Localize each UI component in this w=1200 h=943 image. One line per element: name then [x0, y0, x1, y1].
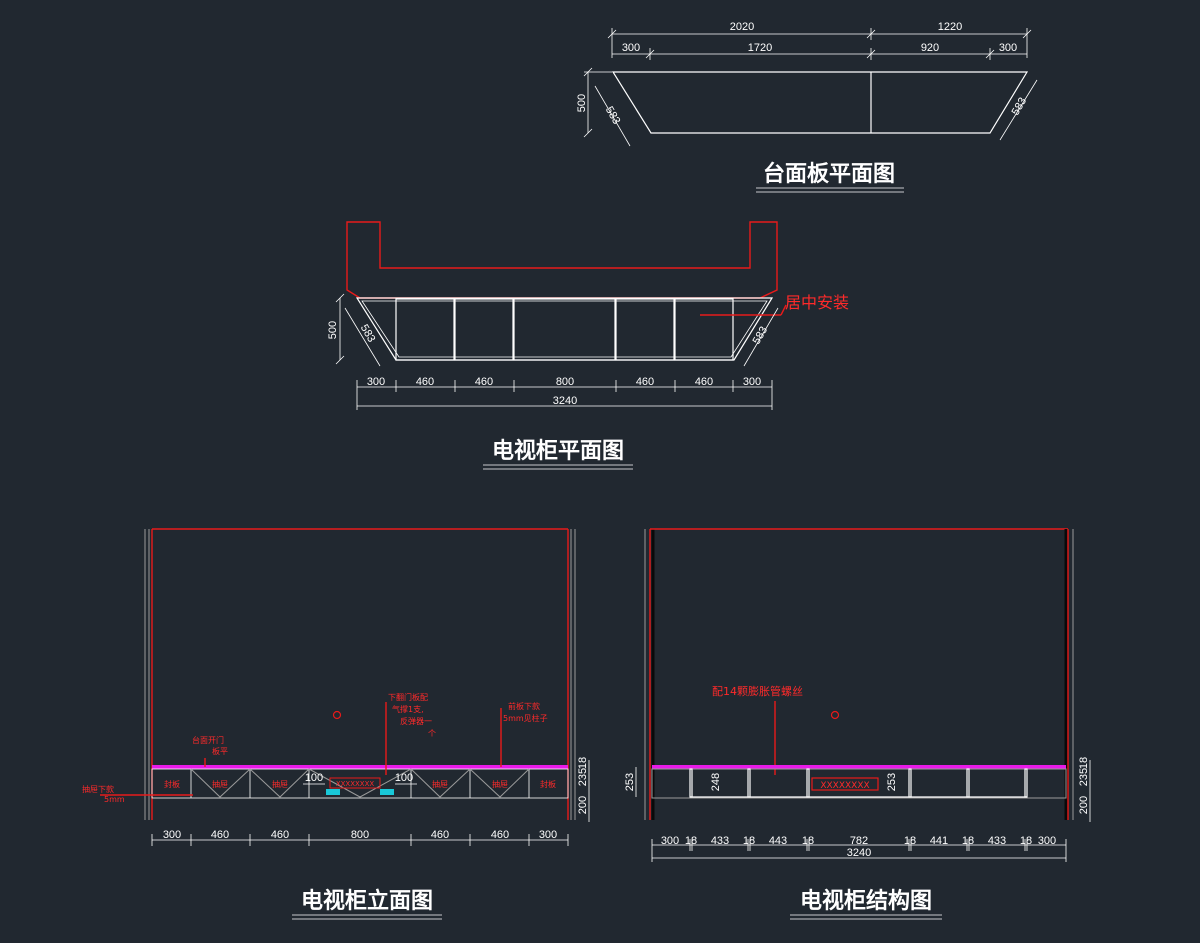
dim-label: 500: [327, 321, 339, 339]
dim-label: 300: [999, 42, 1017, 54]
dim-label: 443: [769, 835, 787, 847]
cell-label: 抽屉: [432, 779, 448, 789]
svg-text:XXXXXXXX: XXXXXXXX: [820, 781, 869, 791]
cabinet-partitions: [395, 298, 734, 361]
cell-label: 封板: [540, 779, 556, 789]
cabinet-outline: [355, 297, 774, 361]
title-tv-cabinet-elevation: 电视柜立面图: [301, 888, 433, 914]
dim-label: 300: [743, 376, 761, 388]
dim-label: 18: [577, 757, 589, 769]
dim-label: 235: [577, 768, 589, 786]
dim-label: 583: [603, 105, 623, 127]
dim-label: 18: [904, 835, 916, 847]
dim-label: 253: [624, 773, 636, 791]
tv-cabinet-plan: 居中安装 500 583 583 300 460 460 800 460 460…: [327, 221, 849, 470]
dim-label: 500: [576, 94, 588, 112]
cell-label: 封板: [164, 779, 180, 789]
dim-label: 18: [1020, 835, 1032, 847]
dim-label: 300: [622, 42, 640, 54]
tv-cabinet-structure: 配14颗膨胀管螺丝 XXXXXXXX 248 253 253 200 235 1…: [624, 528, 1091, 920]
dim-label: 300: [163, 829, 181, 841]
dim-label: 460: [211, 829, 229, 841]
note-flip-door: 下翻门板配气撑1支,反弹器一个: [388, 692, 436, 738]
dim-label: 235: [1078, 768, 1090, 786]
dim-label: 3240: [553, 395, 577, 407]
svg-text:XXXXXXXX: XXXXXXXX: [336, 780, 375, 788]
dim-label: 433: [711, 835, 729, 847]
countertop-plan: 2020 1220 300 1720 920 300 500 583 583 台…: [576, 21, 1038, 193]
dim-label: 460: [416, 376, 434, 388]
dim-label: 1220: [938, 21, 962, 33]
dim-label: 248: [710, 773, 722, 791]
cell-label: 抽屉: [272, 779, 288, 789]
dim-label: 3240: [847, 847, 871, 859]
title-tv-cabinet-structure: 电视柜结构图: [800, 888, 932, 914]
dim-label: 460: [695, 376, 713, 388]
dim-label: 800: [556, 376, 574, 388]
inner-mark: 100: [305, 772, 323, 784]
dim-label: 18: [1078, 757, 1090, 769]
note-center-install: 居中安装: [785, 293, 849, 312]
dim-label: 441: [930, 835, 948, 847]
dim-label: 583: [1010, 96, 1030, 118]
dim-label: 253: [886, 773, 898, 791]
dim-label: 433: [988, 835, 1006, 847]
wall-outline: [346, 221, 778, 299]
dim-label: 18: [743, 835, 755, 847]
dim-label: 920: [921, 42, 939, 54]
dim-label: 18: [802, 835, 814, 847]
dim-label: 460: [491, 829, 509, 841]
dim-label: 460: [271, 829, 289, 841]
dim-label: 460: [431, 829, 449, 841]
title-tv-cabinet-plan: 电视柜平面图: [492, 438, 624, 464]
dim-label: 300: [367, 376, 385, 388]
dim-label: 200: [1078, 796, 1090, 814]
cell-label: 抽屉: [492, 779, 508, 789]
dim-label: 2020: [730, 21, 754, 33]
cell-label: 抽屉: [212, 779, 228, 789]
countertop-outline: [611, 71, 1029, 134]
dim-label: 18: [962, 835, 974, 847]
dim-label: 460: [636, 376, 654, 388]
note-countertop-door: 台面开门板平: [192, 735, 228, 756]
dim-label: 200: [577, 796, 589, 814]
dim-label: 300: [661, 835, 679, 847]
title-countertop-plan: 台面板平面图: [763, 161, 895, 187]
inner-mark: 100: [395, 772, 413, 784]
dim-label: 300: [539, 829, 557, 841]
note-expansion-screws: 配14颗膨胀管螺丝: [712, 684, 803, 698]
dim-label: 460: [475, 376, 493, 388]
dim-label: 1720: [748, 42, 772, 54]
dim-label: 782: [850, 835, 868, 847]
dim-label: 800: [351, 829, 369, 841]
dim-label: 300: [1038, 835, 1056, 847]
dim-label: 18: [685, 835, 697, 847]
